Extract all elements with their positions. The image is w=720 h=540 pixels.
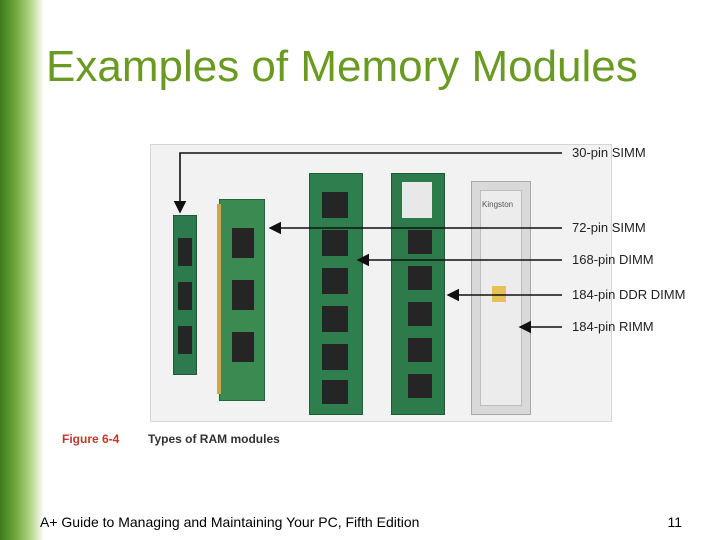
label-184pin-rimm: 184-pin RIMM	[572, 319, 654, 334]
accent-bar	[0, 0, 44, 540]
memory-chip	[232, 228, 254, 258]
ram-module-168pin-dimm	[309, 173, 363, 415]
ram-modules-figure: Kingston 30-pin SIMM 72-pin SIMM 168-pin…	[62, 140, 694, 458]
ram-module-72pin-simm	[217, 199, 265, 401]
rimm-hologram-sticker	[492, 286, 506, 302]
memory-chip	[408, 338, 432, 362]
memory-chip	[322, 268, 348, 294]
memory-chip	[232, 332, 254, 362]
memory-chip	[322, 192, 348, 218]
pointer-30pin-simm	[173, 152, 562, 214]
memory-chip	[408, 374, 432, 398]
slide-footer: A+ Guide to Managing and Maintaining You…	[40, 514, 420, 530]
slide-page-number: 11	[667, 514, 682, 530]
memory-chip	[322, 344, 348, 370]
gold-contacts	[217, 204, 221, 394]
memory-chip	[178, 238, 192, 266]
ram-module-184pin-ddr-dimm	[391, 173, 445, 415]
memory-chip	[178, 326, 192, 354]
label-168pin-dimm: 168-pin DIMM	[572, 252, 654, 267]
figure-caption-number: Figure 6-4	[62, 432, 120, 446]
label-pointers	[173, 152, 562, 334]
ram-modules-photo: Kingston	[150, 144, 612, 422]
slide-title: Examples of Memory Modules	[46, 42, 638, 91]
ram-module-30pin-simm	[173, 215, 197, 375]
memory-chip	[322, 306, 348, 332]
memory-chip	[178, 282, 192, 310]
label-72pin-simm: 72-pin SIMM	[572, 220, 646, 235]
memory-chip	[322, 380, 348, 404]
label-184pin-ddr-dimm: 184-pin DDR DIMM	[572, 287, 686, 302]
figure-caption-text: Types of RAM modules	[148, 432, 280, 446]
rimm-brand-label: Kingston	[482, 200, 514, 209]
memory-chip	[232, 280, 254, 310]
module-sticker	[402, 182, 432, 218]
memory-chip	[408, 266, 432, 290]
memory-chip	[322, 230, 348, 256]
memory-chip	[408, 302, 432, 326]
ram-module-184pin-rimm: Kingston	[471, 181, 531, 415]
memory-chip	[408, 230, 432, 254]
label-30pin-simm: 30-pin SIMM	[572, 145, 646, 160]
